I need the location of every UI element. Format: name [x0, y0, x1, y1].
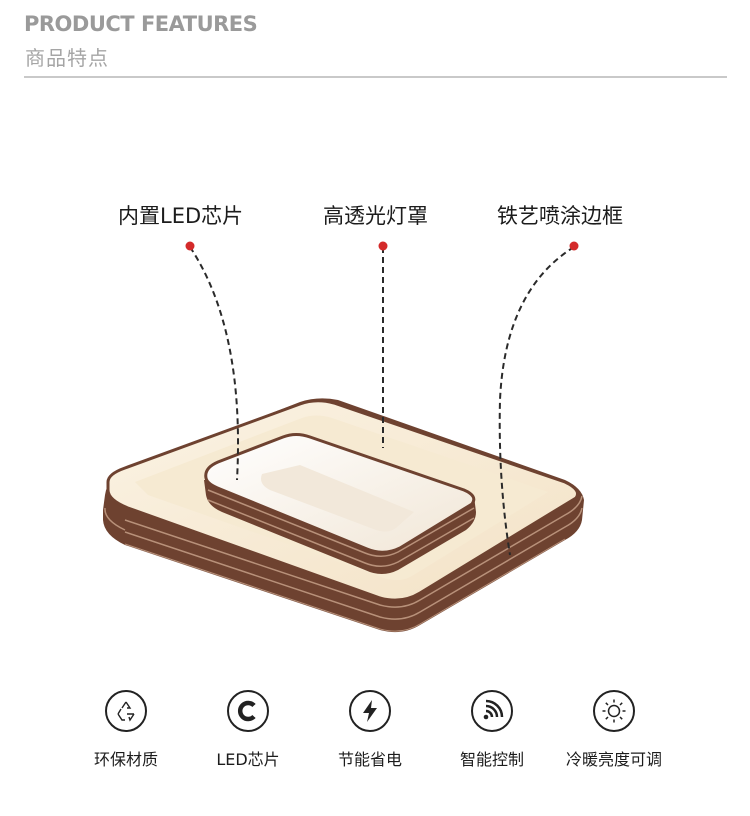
feature-smart-control: 智能控制 [432, 690, 552, 770]
callout-line-led-chip [185, 241, 240, 481]
wifi-signal-icon [471, 690, 513, 732]
callout-dot [569, 241, 579, 251]
section-subtitle: 商品特点 [25, 46, 109, 70]
callout-lamp-shade: 高透光灯罩 [323, 204, 428, 228]
feature-label: LED芯片 [216, 750, 280, 769]
callout-line-iron-frame [498, 241, 579, 556]
feature-adjustable-brightness: 冷暖亮度可调 [554, 690, 674, 770]
callout-dot [378, 241, 388, 251]
callout-led-chip: 内置LED芯片 [118, 204, 244, 228]
section-title: PRODUCT FEATURES [24, 12, 258, 36]
feature-energy-saving: 节能省电 [310, 690, 430, 770]
callout-dot [185, 241, 195, 251]
feature-label: 节能省电 [337, 750, 402, 769]
header-divider [24, 76, 727, 78]
feature-label: 环保材质 [93, 750, 158, 769]
feature-label: 智能控制 [459, 750, 524, 769]
feature-label: 冷暖亮度可调 [565, 750, 662, 769]
callout-iron-frame: 铁艺喷涂边框 [497, 204, 623, 228]
feature-led-chip: LED芯片 [188, 690, 308, 770]
inner-frame [204, 433, 476, 574]
recycle-icon [105, 690, 147, 732]
lightning-icon [349, 690, 391, 732]
feature-eco-material: 环保材质 [66, 690, 186, 770]
led-chip-icon [227, 690, 269, 732]
sun-icon [593, 690, 635, 732]
callout-line-lamp-shade [378, 241, 388, 448]
